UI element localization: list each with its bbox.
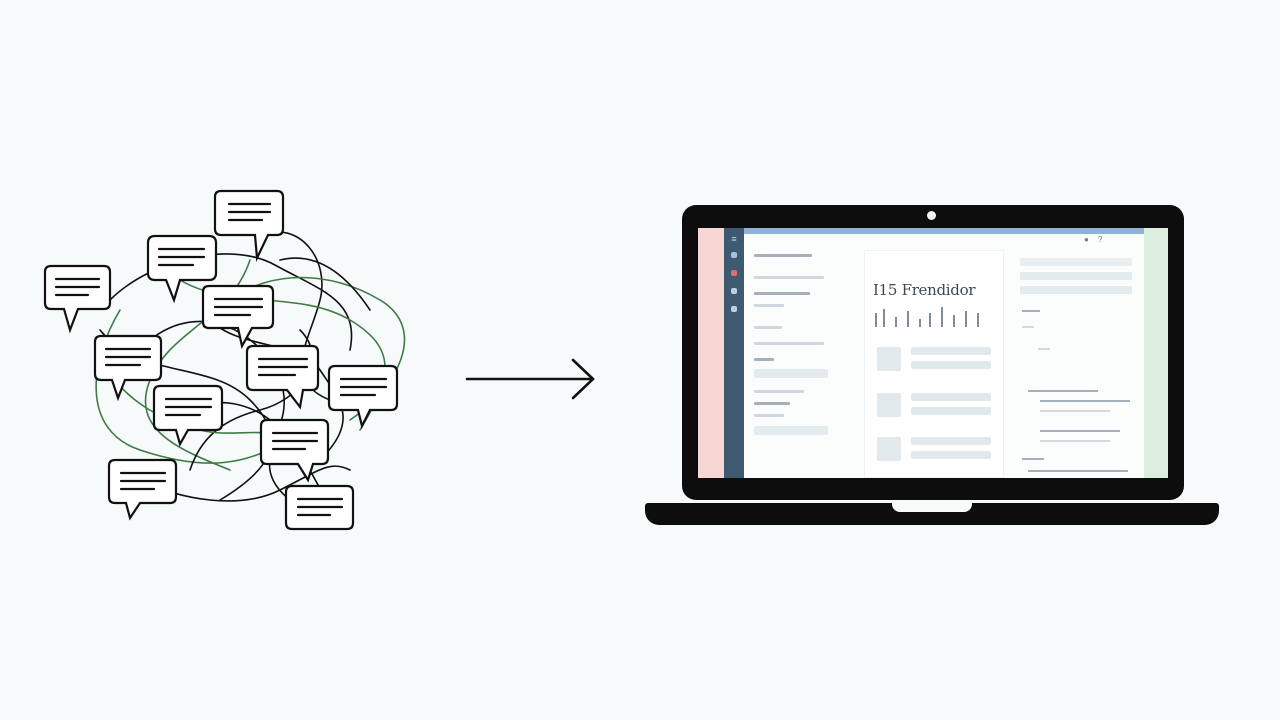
alert-icon[interactable] (731, 270, 737, 276)
help-icon[interactable]: ? (1098, 235, 1103, 244)
chat-bubble (152, 384, 224, 447)
row-line (911, 407, 991, 415)
row-thumbnail (877, 347, 901, 371)
user-icon[interactable]: ● (1084, 235, 1089, 244)
chart-bar (883, 309, 885, 327)
laptop-base (645, 503, 1219, 525)
right-arrow-icon (465, 358, 595, 400)
list-pane (750, 246, 846, 474)
chart-bar (929, 313, 931, 327)
screen-tint-left (698, 228, 724, 478)
list-field[interactable] (754, 426, 828, 435)
chat-bubble (259, 418, 330, 483)
chat-bubble (146, 234, 218, 304)
list-field[interactable] (754, 369, 828, 378)
bubble-text-lines (227, 202, 272, 222)
row-thumbnail (877, 393, 901, 417)
side-label (1038, 348, 1050, 350)
chat-bubble (284, 484, 355, 531)
side-label (1022, 458, 1044, 460)
side-detail (1040, 410, 1110, 412)
side-field[interactable] (1020, 272, 1132, 280)
menu-icon[interactable]: ≡ (731, 234, 737, 244)
row-line (911, 361, 991, 369)
chart-bar (919, 319, 921, 327)
row-line (911, 451, 991, 459)
laptop-base-notch (892, 503, 972, 512)
app-header-bar (744, 228, 1144, 234)
side-label (1022, 310, 1040, 312)
chat-bubble (93, 334, 163, 402)
screen-tint-right (1144, 228, 1168, 478)
list-item[interactable] (754, 326, 782, 329)
chart-bar (941, 307, 943, 327)
list-heading (754, 254, 812, 257)
row-thumbnail (877, 437, 901, 461)
laptop-screen: ≡ ● ? (698, 228, 1168, 478)
main-card: I15 Frendidor (864, 250, 1004, 478)
list-item[interactable] (754, 358, 774, 361)
list-item[interactable] (754, 390, 804, 393)
chart-bar (875, 313, 877, 327)
list-item[interactable] (754, 414, 784, 417)
chart-bar (953, 315, 955, 327)
side-label (1022, 326, 1034, 328)
main-title: I15 Frendidor (873, 281, 976, 299)
side-field[interactable] (1020, 258, 1132, 266)
side-field[interactable] (1020, 286, 1132, 294)
side-detail (1028, 470, 1128, 472)
chart-bar (895, 317, 897, 327)
chat-bubble (213, 189, 285, 263)
home-icon[interactable] (731, 252, 737, 258)
side-detail (1040, 400, 1130, 402)
chat-bubble (43, 264, 112, 334)
chat-bubble (327, 364, 399, 430)
row-line (911, 437, 991, 445)
row-line (911, 393, 991, 401)
chart-bar (977, 313, 979, 327)
filter-icon[interactable] (731, 288, 737, 294)
side-detail (1040, 440, 1110, 442)
laptop: ≡ ● ? (682, 205, 1184, 500)
webcam-icon (927, 211, 936, 220)
app-sidebar-rail: ≡ (724, 228, 744, 478)
list-item[interactable] (754, 292, 810, 295)
chart-bar (965, 311, 967, 327)
side-pane (1020, 250, 1134, 478)
side-detail (1040, 430, 1120, 432)
chat-bubble (201, 284, 275, 350)
list-item[interactable] (754, 276, 824, 279)
settings-icon[interactable] (731, 306, 737, 312)
list-item[interactable] (754, 304, 784, 307)
list-item[interactable] (754, 402, 790, 405)
chart-bar (907, 311, 909, 327)
list-divider (754, 342, 824, 345)
side-detail (1028, 390, 1098, 392)
chat-bubble (107, 458, 178, 521)
chat-bubble (245, 344, 320, 410)
row-line (911, 347, 991, 355)
